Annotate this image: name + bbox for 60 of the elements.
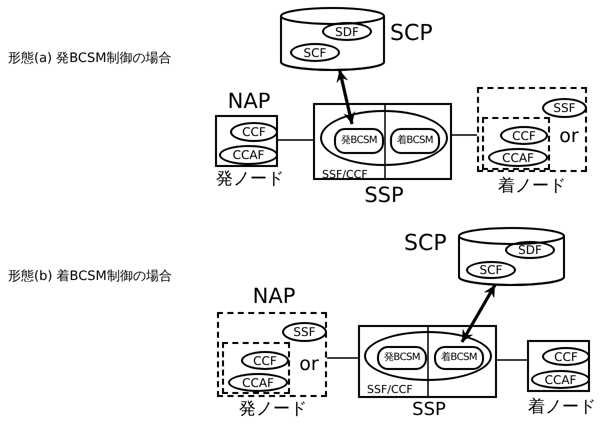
function-ellipse <box>505 241 555 259</box>
node-label: SSP <box>411 400 447 420</box>
rounded-box <box>434 346 484 370</box>
node-label: 発ノード <box>215 170 285 189</box>
panel-title: 形態(b) 着BCSM制御の場合 <box>8 270 172 284</box>
function-ellipse <box>219 145 278 165</box>
function-ellipse <box>282 322 327 342</box>
node-label: 着ノード <box>497 177 567 196</box>
node-label: SSF/CCF <box>367 384 414 396</box>
node-label: CCAF <box>544 374 576 386</box>
node-label: 着BCSM <box>396 136 434 146</box>
function-ellipse <box>488 148 548 167</box>
node-label: CCAF <box>502 152 534 164</box>
function-ellipse <box>290 43 340 62</box>
node-label: CCAF <box>232 149 264 161</box>
node-label: CCF <box>253 354 277 366</box>
rounded-box <box>334 128 384 154</box>
node-label: SCP <box>404 232 448 256</box>
node-label: 発ノード <box>238 400 308 419</box>
function-ellipse <box>228 373 288 392</box>
node-label: SSP <box>363 184 405 208</box>
function-ellipse <box>230 122 278 142</box>
function-ellipse <box>322 22 372 41</box>
node-label: SDF <box>518 244 542 256</box>
node-label: SSF <box>553 102 576 114</box>
rounded-box <box>377 346 427 370</box>
node-label: CCF <box>242 126 266 138</box>
node-label: CCF <box>512 130 536 142</box>
node-label: SCF <box>304 46 326 58</box>
connector-line <box>327 357 358 359</box>
node-label: 発BCSM <box>340 136 378 146</box>
node-label: SCP <box>390 22 434 46</box>
rounded-box <box>390 128 440 154</box>
function-ellipse <box>466 261 516 279</box>
node-label: or <box>298 354 320 375</box>
node-label: 発BCSM <box>384 353 420 363</box>
node-label: SCF <box>480 264 502 276</box>
node-label: SSF/CCF <box>322 169 369 182</box>
node-label: CCF <box>554 350 578 362</box>
function-ellipse <box>542 98 587 118</box>
connector-line <box>497 359 527 361</box>
function-ellipse <box>241 351 289 370</box>
dashed-box <box>222 342 290 394</box>
dashed-box <box>482 117 550 170</box>
node-label: CCAF <box>242 376 274 388</box>
node-label: NAP <box>252 285 296 308</box>
arrow <box>460 284 496 343</box>
node-label: 着ノード <box>527 398 597 417</box>
node-label: or <box>558 126 580 147</box>
node-label: SDF <box>335 26 359 38</box>
arrow <box>336 70 356 124</box>
connector-line <box>452 134 477 136</box>
node-label: 着BCSM <box>440 353 478 363</box>
connector-line <box>278 139 313 141</box>
function-ellipse <box>531 370 590 389</box>
function-ellipse <box>500 126 548 145</box>
function-ellipse <box>542 347 590 366</box>
node-label: NAP <box>226 90 272 114</box>
node-label: SSF <box>293 326 316 338</box>
panel-title: 形態(a) 発BCSM制御の場合 <box>8 52 172 66</box>
